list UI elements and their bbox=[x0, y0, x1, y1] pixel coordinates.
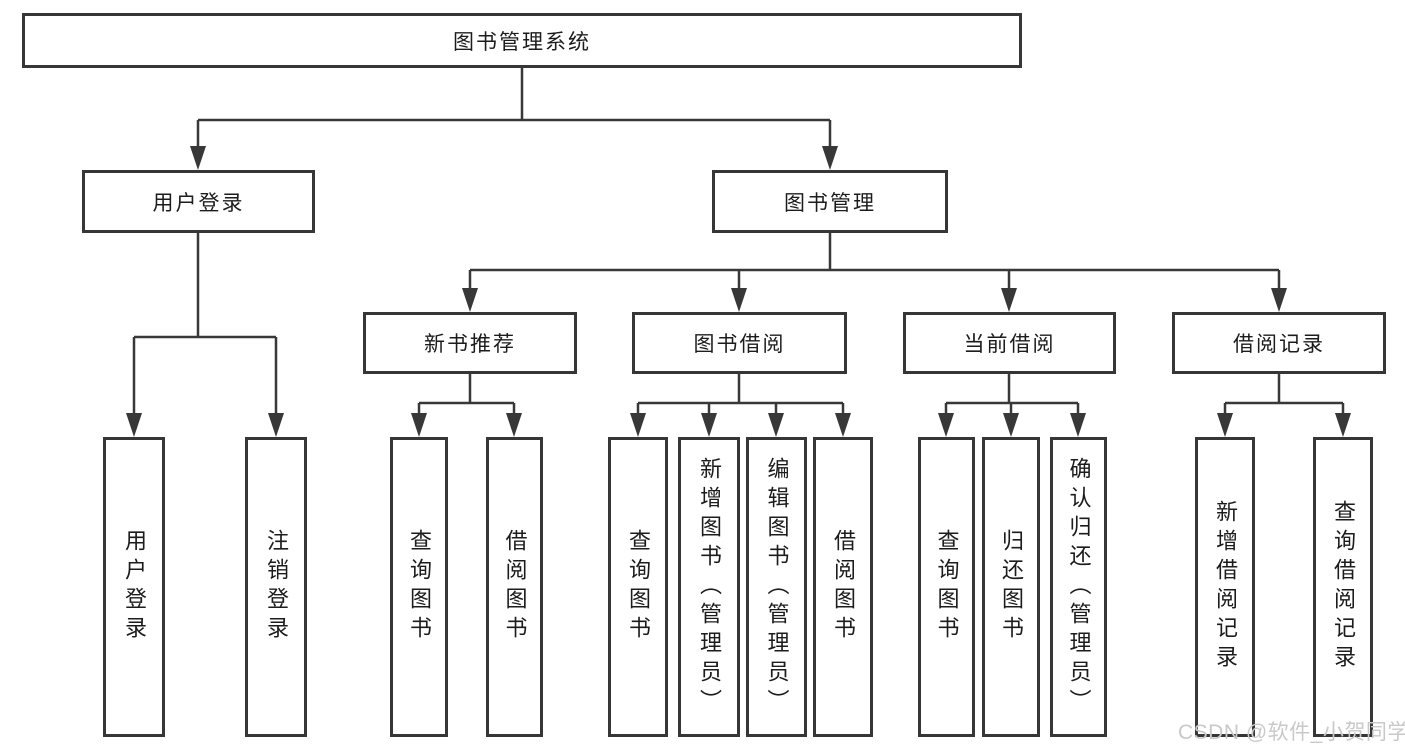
node-user-login-label: 用户登录 bbox=[152, 191, 245, 215]
leaf-confirm-return-admin-label: 确认归还（管理员） bbox=[1066, 456, 1092, 718]
leaf-query-borrow-record-label: 查询借阅记录 bbox=[1331, 500, 1356, 674]
leaf-query-book-borrow: 查询图书 bbox=[608, 437, 668, 737]
leaf-logout-login: 注销登录 bbox=[245, 437, 307, 737]
leaf-borrow-book-borrow: 借阅图书 bbox=[813, 437, 873, 737]
leaf-add-book-admin-label: 新增图书（管理员） bbox=[697, 456, 722, 718]
leaf-borrow-book-newbook: 借阅图书 bbox=[486, 437, 543, 737]
leaf-query-book-current-label: 查询图书 bbox=[934, 529, 960, 645]
node-borrow-record-label: 借阅记录 bbox=[1233, 333, 1325, 356]
leaf-query-book-newbook: 查询图书 bbox=[390, 437, 448, 737]
node-root-label: 图书管理系统 bbox=[453, 30, 591, 54]
node-current-borrow-label: 当前借阅 bbox=[963, 333, 1056, 356]
leaf-add-borrow-record-label: 新增借阅记录 bbox=[1213, 500, 1238, 674]
node-new-book-recommend: 新书推荐 bbox=[363, 312, 577, 374]
leaf-return-book-label: 归还图书 bbox=[999, 529, 1024, 645]
leaf-borrow-book-newbook-label: 借阅图书 bbox=[502, 529, 528, 645]
leaf-query-book-borrow-label: 查询图书 bbox=[626, 529, 651, 645]
watermark: CSDN @软件_小贺同学 bbox=[1178, 721, 1405, 744]
node-borrow-record: 借阅记录 bbox=[1172, 312, 1386, 374]
leaf-user-login-label: 用户登录 bbox=[122, 529, 147, 645]
leaf-return-book: 归还图书 bbox=[982, 437, 1040, 737]
leaf-user-login: 用户登录 bbox=[103, 437, 165, 737]
node-new-book-recommend-label: 新书推荐 bbox=[424, 333, 516, 356]
leaf-query-book-newbook-label: 查询图书 bbox=[407, 529, 432, 645]
leaf-add-book-admin: 新增图书（管理员） bbox=[678, 437, 740, 737]
leaf-add-borrow-record: 新增借阅记录 bbox=[1195, 437, 1255, 737]
leaf-confirm-return-admin: 确认归还（管理员） bbox=[1050, 437, 1107, 737]
node-book-borrow-label: 图书借阅 bbox=[693, 333, 786, 356]
node-current-borrow: 当前借阅 bbox=[903, 312, 1116, 374]
leaf-edit-book-admin: 编辑图书（管理员） bbox=[746, 437, 807, 737]
node-root: 图书管理系统 bbox=[22, 13, 1022, 68]
node-user-login: 用户登录 bbox=[82, 170, 315, 233]
node-book-management-label: 图书管理 bbox=[784, 191, 876, 215]
leaf-edit-book-admin-label: 编辑图书（管理员） bbox=[764, 456, 790, 718]
node-book-management: 图书管理 bbox=[712, 170, 948, 233]
leaf-query-book-current: 查询图书 bbox=[918, 437, 975, 737]
leaf-query-borrow-record: 查询借阅记录 bbox=[1313, 437, 1373, 737]
node-book-borrow: 图书借阅 bbox=[632, 312, 847, 374]
leaf-logout-login-label: 注销登录 bbox=[264, 529, 289, 645]
leaf-borrow-book-borrow-label: 借阅图书 bbox=[831, 529, 856, 645]
